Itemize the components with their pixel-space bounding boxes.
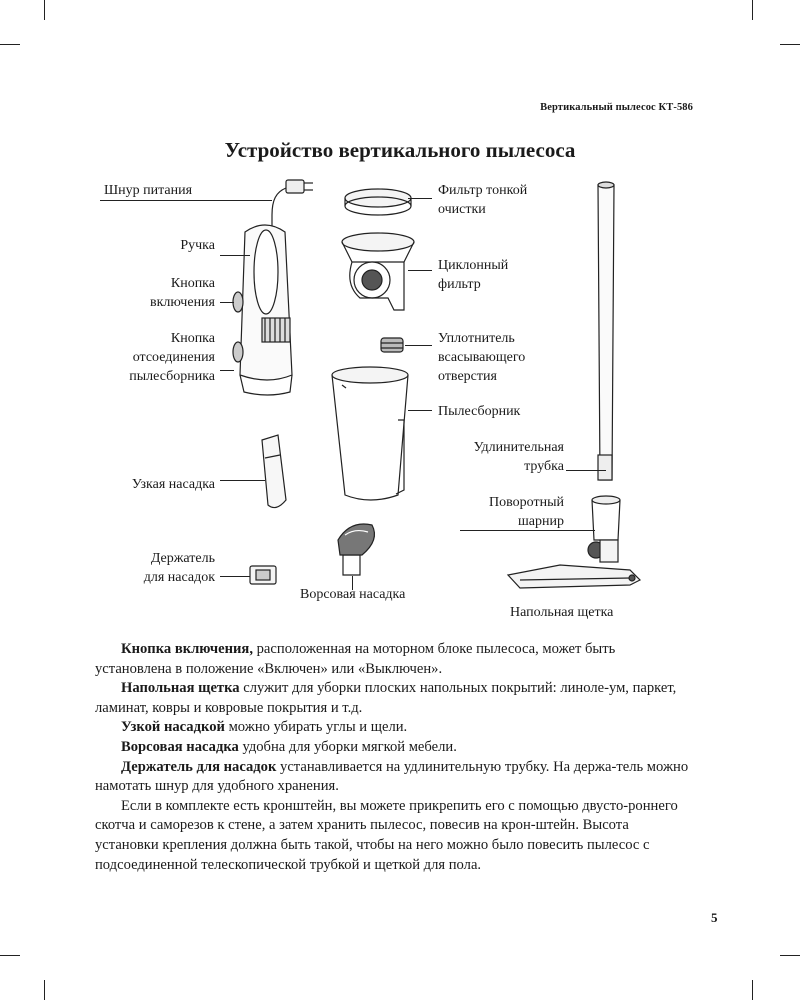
leader-line [220, 576, 250, 577]
leader-line [220, 255, 250, 256]
crop-mark [0, 44, 20, 45]
label-suction-seal: Уплотнитель всасывающего отверстия [438, 331, 526, 384]
motor-body-icon [232, 224, 293, 396]
floor-brush-icon [506, 495, 642, 589]
label-cyclone-filter: Циклонный фильтр [438, 258, 509, 292]
leader-line [405, 345, 432, 346]
page-number: 5 [711, 910, 718, 925]
paragraph: Кнопка включения, расположенная на мотор… [95, 641, 616, 677]
paragraph: Если в комплекте есть кронштейн, вы може… [95, 797, 678, 873]
extension-tube-icon [597, 181, 615, 481]
leader-line [408, 270, 432, 271]
page-title: Устройство вертикального пылесоса [224, 138, 576, 162]
paragraph: Ворсовая насадка удобна для уборки мягко… [121, 738, 457, 755]
dust-bin-icon [331, 366, 409, 501]
power-plug-icon [271, 179, 313, 228]
crevice-tool-icon [261, 434, 287, 509]
leader-line [566, 470, 606, 471]
label-release-button: Кнопка отсоединения пылесборника [129, 331, 215, 384]
label-floor-brush: Напольная щетка [510, 605, 614, 620]
crop-mark [752, 980, 753, 1000]
label-power-button: Кнопка включения [149, 276, 215, 310]
suction-seal-icon [380, 337, 404, 353]
label-dust-bin: Пылесборник [438, 404, 521, 419]
crop-mark [0, 955, 20, 956]
label-power-cord: Шнур питания [104, 183, 193, 198]
leader-line [220, 370, 234, 371]
leader-line [220, 480, 265, 481]
label-fine-filter: Фильтр тонкой очистки [438, 183, 528, 217]
crop-mark [752, 0, 753, 20]
label-crevice-tool: Узкая насадка [131, 477, 215, 492]
crop-mark [44, 980, 45, 1000]
accessory-holder-icon [249, 565, 277, 585]
vacuum-diagram [232, 179, 642, 589]
label-swivel-joint: Поворотный шарнир [489, 495, 564, 529]
paragraph: Держатель для насадок устанавливается на… [95, 758, 689, 795]
crop-mark [780, 44, 800, 45]
running-header: Вертикальный пылесос КТ-586 [540, 102, 693, 113]
cyclone-filter-icon [341, 232, 415, 311]
leader-line [408, 198, 432, 199]
brush-nozzle-icon [337, 523, 375, 576]
leader-line [408, 410, 432, 411]
paragraph: Узкой насадкой можно убирать углы и щели… [121, 719, 408, 736]
label-brush-nozzle: Ворсовая насадка [300, 587, 406, 602]
label-handle: Ручка [180, 238, 215, 253]
leader-line [100, 200, 272, 201]
label-extension-tube: Удлинительная трубка [473, 440, 564, 474]
label-accessory-holder: Держатель для насадок [143, 551, 215, 585]
crop-mark [44, 0, 45, 20]
leader-line [352, 576, 354, 590]
description-text: Кнопка включения, расположенная на мотор… [95, 640, 695, 875]
leader-line [220, 302, 234, 303]
crop-mark [780, 955, 800, 956]
paragraph: Напольная щетка служит для уборки плоски… [95, 680, 677, 716]
leader-line [460, 530, 595, 531]
fine-filter-icon [344, 188, 412, 216]
